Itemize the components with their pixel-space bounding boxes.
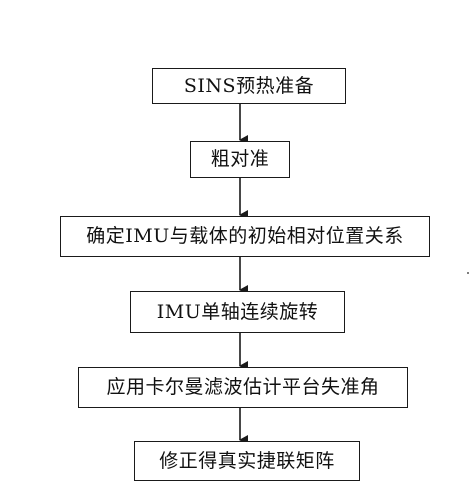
step-sins-preheat: SINS预热准备 xyxy=(152,68,346,104)
step-kalman-filter: 应用卡尔曼滤波估计平台失准角 xyxy=(78,367,408,408)
step-label: 粗对准 xyxy=(210,148,270,170)
step-coarse-alignment: 粗对准 xyxy=(190,141,290,178)
step-imu-initial-relation: 确定IMU与载体的初始相对位置关系 xyxy=(60,216,430,257)
scan-speck xyxy=(467,272,469,274)
step-label: 应用卡尔曼滤波估计平台失准角 xyxy=(106,376,380,398)
step-imu-rotation: IMU单轴连续旋转 xyxy=(130,291,345,333)
step-label: 修正得真实捷联矩阵 xyxy=(159,449,335,472)
step-label: 确定IMU与载体的初始相对位置关系 xyxy=(86,225,404,247)
step-correct-matrix: 修正得真实捷联矩阵 xyxy=(134,441,360,481)
step-label: IMU单轴连续旋转 xyxy=(156,300,319,323)
step-label: SINS预热准备 xyxy=(183,74,315,97)
